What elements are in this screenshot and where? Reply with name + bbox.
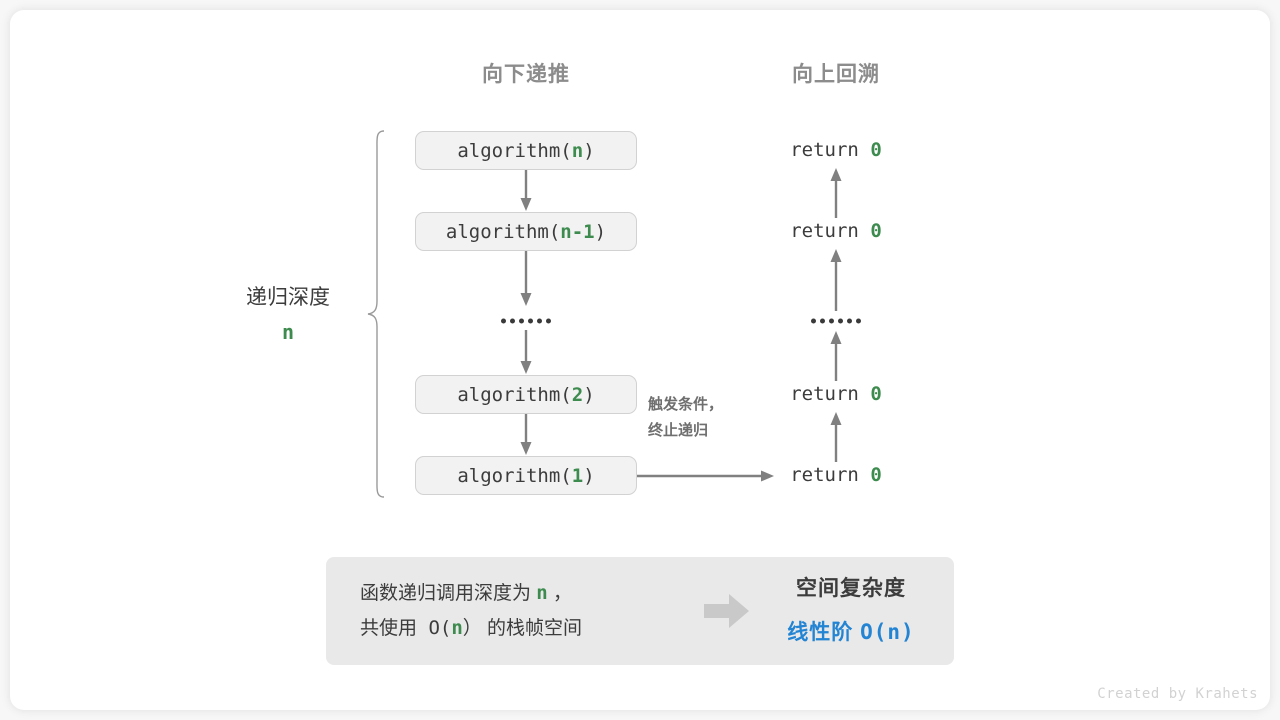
right-ellipsis-dots [811, 318, 861, 324]
trigger-condition-line1: 触发条件， [648, 396, 724, 413]
left-ellipsis-dots [501, 318, 551, 324]
call-box-n-minus-1-suffix: ) [594, 220, 607, 243]
base-case-arrow-icon [637, 470, 774, 482]
up-arrow-2-icon [830, 249, 842, 311]
call-box-2-suffix: ) [583, 383, 595, 406]
return-value-1: 0 [870, 139, 882, 161]
call-box-n-arg: n [571, 139, 584, 162]
call-box-n-minus-1[interactable]: algorithm(n-1) [415, 212, 637, 251]
right-block-arrow-icon [704, 594, 749, 628]
return-statement-1: return 0 [790, 139, 882, 161]
summary-line2-part-a: 共使用 O( [360, 617, 452, 639]
call-box-1-arg: 1 [571, 464, 584, 487]
call-box-n-minus-1-prefix: algorithm( [445, 220, 561, 243]
recursion-depth-text: 递归深度 [246, 286, 330, 309]
down-arrow-4-icon [520, 414, 532, 455]
trigger-condition-note: 触发条件， 终止递归 [648, 392, 723, 445]
return-keyword-3: return [790, 383, 859, 405]
up-arrow-1-icon [830, 168, 842, 218]
summary-line1-highlight: n [536, 581, 548, 604]
down-arrow-3-icon [520, 330, 532, 374]
watermark-credit: Created by Krahets [1097, 686, 1258, 702]
call-box-2-prefix: algorithm( [457, 383, 572, 406]
recursion-depth-brace [367, 130, 385, 498]
space-complexity-value: 线性阶 O(n) [764, 614, 938, 652]
space-complexity-order-text: 线性阶 [787, 620, 861, 644]
call-box-2-arg: 2 [571, 383, 584, 406]
down-arrow-2-icon [520, 251, 532, 306]
return-value-3: 0 [870, 383, 882, 405]
up-arrow-3-icon [830, 331, 842, 381]
call-box-1-suffix: ) [583, 464, 595, 487]
summary-arrow-container [690, 594, 764, 628]
call-box-1[interactable]: algorithm(1) [415, 456, 637, 495]
space-complexity-notation: O(n) [860, 619, 915, 644]
call-box-n-suffix: ) [583, 139, 595, 162]
summary-line2-highlight: n [451, 617, 463, 639]
return-keyword-1: return [790, 139, 859, 161]
summary-description-line2: 共使用 O(n） 的栈帧空间 [360, 611, 690, 646]
trigger-condition-line2: 终止递归 [648, 422, 709, 440]
return-keyword-2: return [790, 220, 859, 242]
space-complexity-title: 空间复杂度 [796, 576, 906, 600]
summary-result: 空间复杂度 线性阶 O(n) [764, 571, 954, 652]
call-box-n-prefix: algorithm( [457, 139, 572, 162]
call-box-1-prefix: algorithm( [457, 464, 572, 487]
heading-backtrack-up: 向上回溯 [792, 63, 880, 86]
return-statement-3: return 0 [790, 383, 882, 405]
call-box-n[interactable]: algorithm(n) [415, 131, 637, 170]
down-arrow-1-icon [520, 170, 532, 211]
summary-description-line1: 函数递归调用深度为 n ， [360, 576, 690, 611]
return-keyword-4: return [790, 464, 859, 486]
return-value-2: 0 [870, 220, 882, 242]
recursion-depth-value: n [281, 320, 295, 344]
call-box-2[interactable]: algorithm(2) [415, 375, 637, 414]
heading-recursion-down: 向下递推 [482, 63, 570, 86]
return-value-4: 0 [870, 464, 882, 486]
call-box-n-minus-1-arg: n-1 [560, 220, 595, 243]
summary-line2-part-b: ） 的栈帧空间 [462, 618, 583, 639]
return-statement-2: return 0 [790, 220, 882, 242]
summary-description: 函数递归调用深度为 n ， 共使用 O(n） 的栈帧空间 [326, 576, 690, 646]
summary-panel: 函数递归调用深度为 n ， 共使用 O(n） 的栈帧空间 空间复杂度 线性阶 O… [326, 557, 954, 665]
summary-line1-part-a: 函数递归调用深度为 [360, 582, 537, 604]
recursion-depth-label: 递归深度 n [246, 281, 330, 344]
return-statement-4: return 0 [790, 464, 882, 486]
up-arrow-4-icon [830, 412, 842, 462]
summary-line1-part-b: ， [547, 582, 573, 604]
